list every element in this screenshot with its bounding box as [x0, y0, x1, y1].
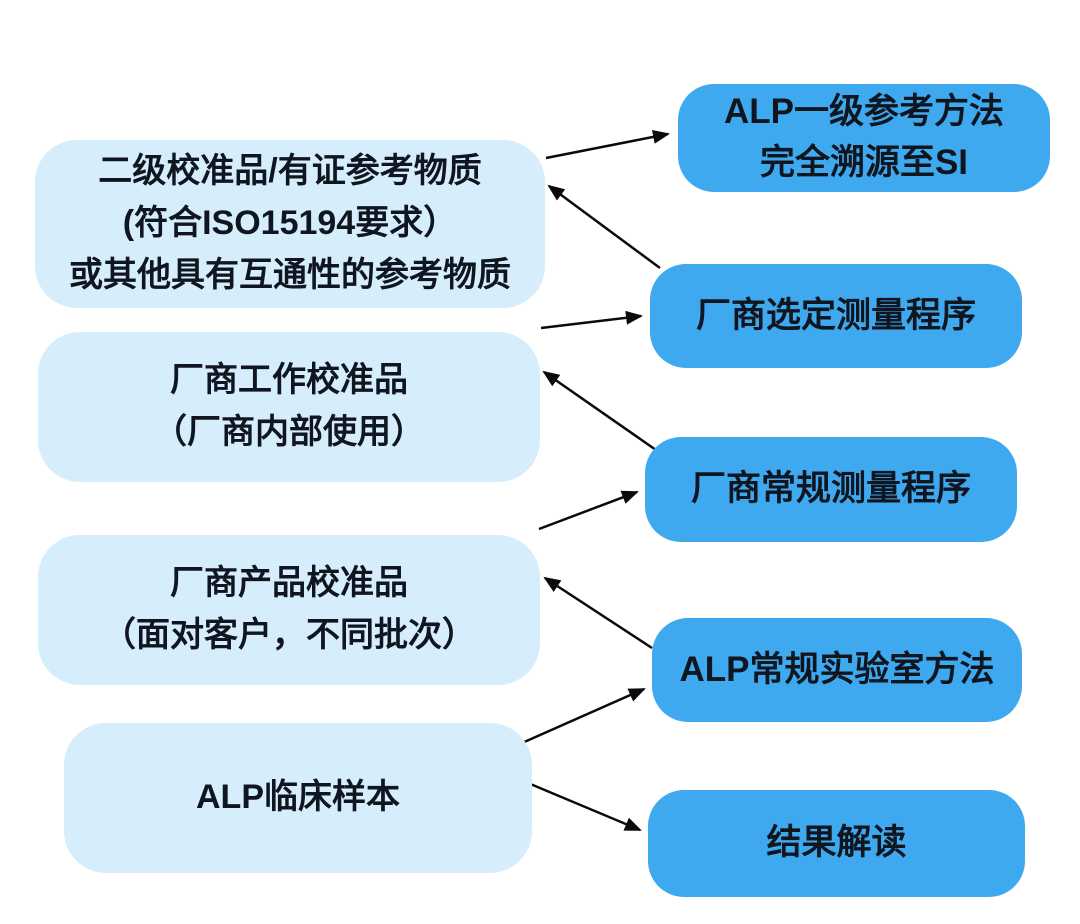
node-text-line: 二级校准品/有证参考物质	[98, 152, 482, 191]
node-manufacturer-routine-procedure: 厂商常规测量程序	[645, 437, 1017, 542]
node-text-line: 完全溯源至SI	[759, 143, 969, 182]
node-alp-primary-reference-method: ALP一级参考方法 完全溯源至SI	[678, 84, 1050, 192]
node-text-line: 结果解读	[766, 823, 907, 863]
node-text-line: 厂商工作校准品	[170, 361, 408, 400]
node-text-line: 厂商常规测量程序	[690, 469, 971, 509]
arrow-alp-clinical-sample-to-alp-routine-lab-method	[521, 687, 646, 745]
arrow-manufacturer-selected-procedure-to-secondary-calibrator	[547, 184, 661, 270]
arrow-alp-routine-lab-method-to-manufacturer-product-calibrator	[543, 576, 653, 650]
node-text-line: ALP临床样本	[196, 778, 400, 817]
arrow-secondary-calibrator-to-alp-primary-reference-method	[545, 130, 670, 160]
node-secondary-calibrator: 二级校准品/有证参考物质 (符合ISO15194要求） 或其他具有互通性的参考物…	[35, 140, 545, 308]
node-manufacturer-selected-procedure: 厂商选定测量程序	[650, 264, 1022, 368]
node-manufacturer-working-calibrator: 厂商工作校准品 （厂商内部使用）	[38, 332, 540, 482]
arrow-manufacturer-working-calibrator-to-manufacturer-selected-procedure	[540, 310, 643, 330]
node-text-line: 厂商产品校准品	[170, 564, 408, 603]
node-text-line: ALP常规实验室方法	[679, 649, 995, 689]
node-alp-clinical-sample: ALP临床样本	[64, 723, 532, 873]
node-text-line: ALP一级参考方法	[723, 92, 1004, 132]
node-text-line: 厂商选定测量程序	[695, 295, 976, 335]
node-text-line: (符合ISO15194要求）	[122, 204, 458, 243]
node-text-line: （厂商内部使用）	[153, 413, 425, 451]
node-result-interpretation: 结果解读	[648, 790, 1025, 897]
arrow-alp-clinical-sample-to-result-interpretation	[527, 781, 642, 832]
arrow-manufacturer-routine-procedure-to-manufacturer-working-calibrator	[542, 370, 657, 452]
arrow-manufacturer-product-calibrator-to-manufacturer-routine-procedure	[538, 490, 639, 531]
node-text-line: 或其他具有互通性的参考物质	[69, 255, 511, 294]
node-manufacturer-product-calibrator: 厂商产品校准品 （面对客户，不同批次）	[38, 535, 540, 685]
node-text-line: （面对客户，不同批次）	[102, 616, 476, 654]
node-alp-routine-lab-method: ALP常规实验室方法	[652, 618, 1022, 722]
